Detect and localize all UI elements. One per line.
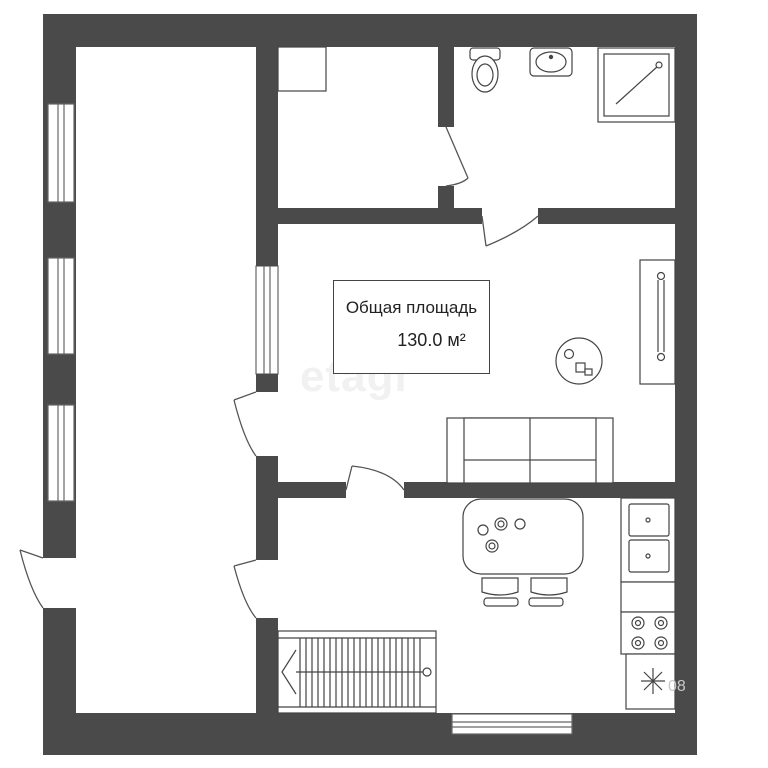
door-kitchen-west	[233, 559, 257, 619]
door-kitchen-north	[345, 465, 405, 491]
total-area-value: 130.0 м²	[397, 330, 466, 350]
watermark-corner: 08	[668, 678, 686, 695]
wall-bath-upper	[438, 47, 454, 127]
window-south	[451, 713, 573, 735]
kitchen-counter	[620, 497, 676, 583]
east-wall	[675, 14, 697, 755]
shower	[597, 47, 676, 123]
stair-direction-arrow	[281, 649, 297, 695]
tv-stand	[639, 259, 676, 385]
wall-horizontal-upper-a	[278, 208, 482, 224]
fridge	[625, 653, 676, 710]
door-bathroom	[481, 215, 539, 247]
outer-walls	[43, 14, 697, 755]
wall-horizontal-lower-b	[404, 482, 675, 498]
chair	[528, 577, 568, 607]
stair-start-marker	[422, 667, 432, 677]
staircase	[277, 630, 437, 714]
wall-horizontal-lower-a	[278, 482, 346, 498]
south-wall	[43, 713, 697, 755]
wall-vertical-4	[256, 618, 278, 713]
dining-table	[462, 498, 584, 575]
total-area-label: Общая площадь 130.0 м²	[333, 280, 490, 374]
wall-vertical-1	[256, 47, 278, 266]
window-west-1	[47, 103, 75, 203]
wall-vertical-3	[256, 456, 278, 560]
stove	[620, 581, 676, 655]
wall-horizontal-upper-b	[538, 208, 675, 224]
doors	[19, 126, 539, 619]
window-west-2	[47, 257, 75, 355]
door-left-exterior	[19, 549, 45, 609]
wall-vertical-2	[256, 374, 278, 392]
window-inner	[255, 265, 279, 375]
storage-box	[277, 46, 327, 92]
toilet	[469, 47, 501, 93]
door-storage	[445, 126, 469, 187]
door-living-west	[233, 391, 257, 457]
sink	[529, 47, 573, 77]
north-wall	[43, 14, 697, 47]
window-west-3	[47, 404, 75, 502]
windows	[47, 103, 573, 735]
chair	[481, 577, 519, 607]
total-area-title: Общая площадь	[345, 298, 478, 317]
interior-walls	[256, 47, 675, 713]
sofa	[446, 417, 614, 484]
round-table	[555, 337, 603, 385]
